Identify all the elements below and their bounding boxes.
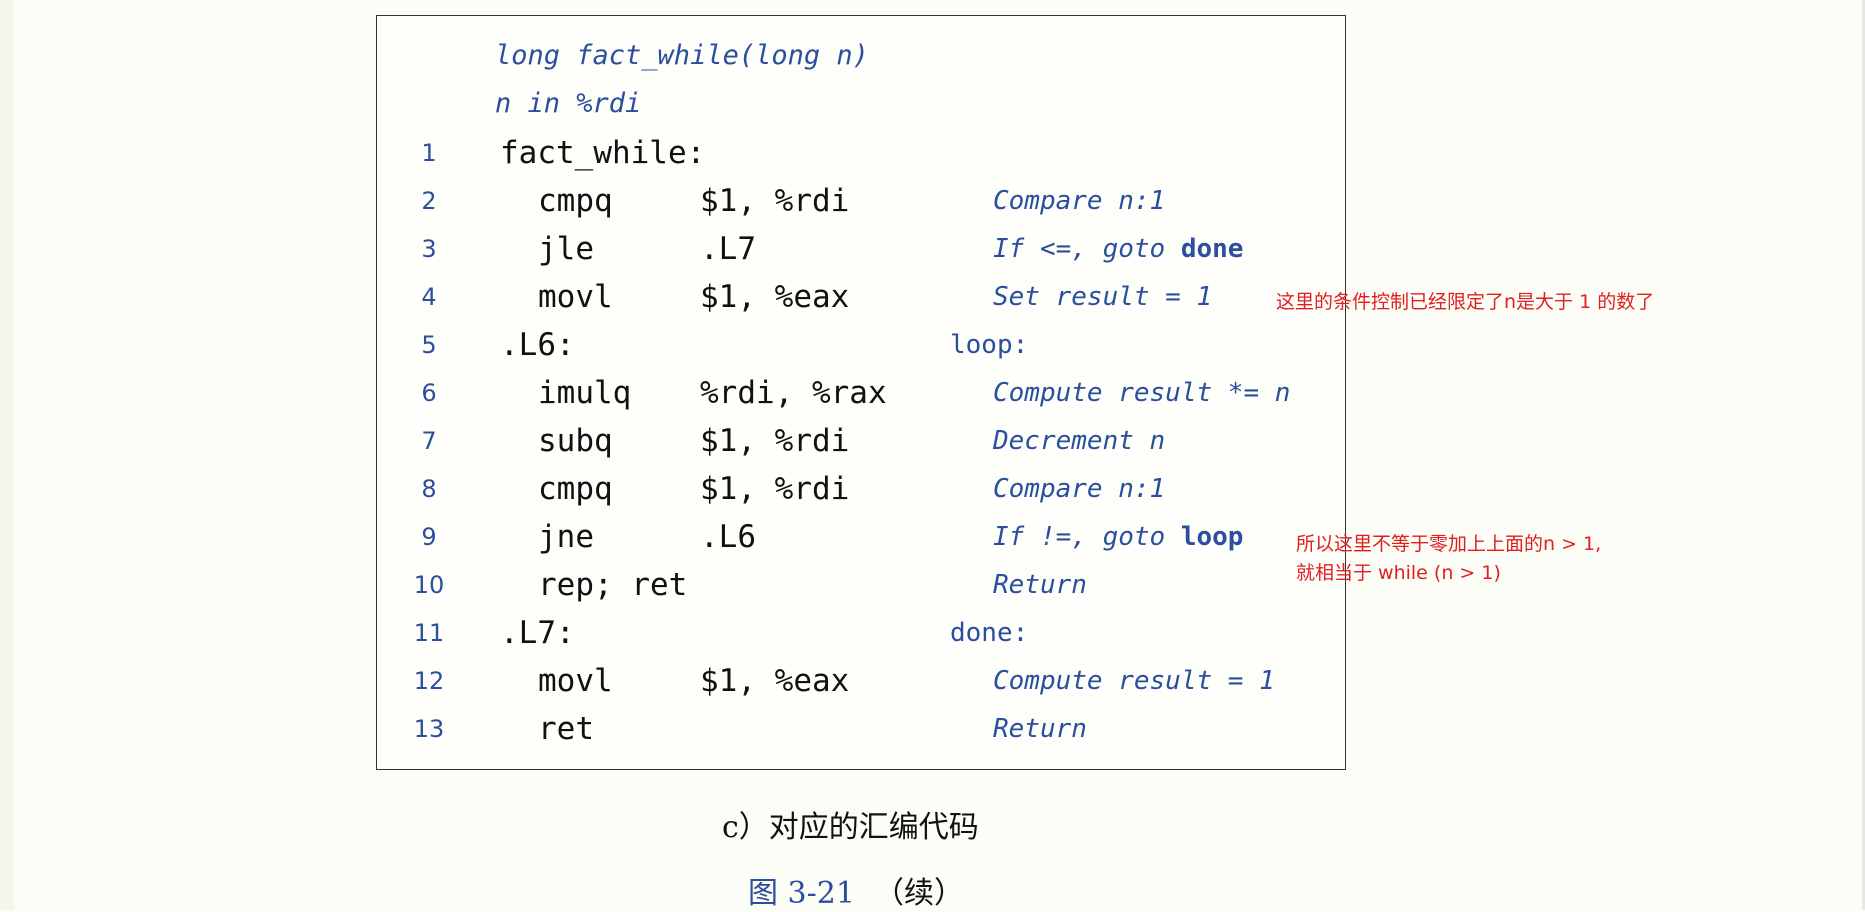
instruction-operands: $1, %rdi xyxy=(700,471,850,507)
comment-text: Return xyxy=(993,714,1087,744)
code-line: 7 subq $1, %rdi Decrement n xyxy=(0,421,1370,461)
code-line: 5 .L6: loop: xyxy=(0,325,1370,365)
code-line: 1 fact_while: xyxy=(0,133,1370,173)
instruction-mnemonic: ret xyxy=(538,711,594,747)
code-comment: Compare n:1 xyxy=(993,469,1165,509)
code-label: fact_while: xyxy=(500,135,706,171)
code-label: .L7: xyxy=(500,615,575,651)
code-comment: Compare n:1 xyxy=(993,181,1165,221)
code-comment: If !=, goto loop xyxy=(993,517,1243,557)
instruction-mnemonic: imulq xyxy=(538,375,632,411)
line-number: 1 xyxy=(421,139,437,167)
code-comment: If <=, goto done xyxy=(993,229,1243,269)
control-label: done: xyxy=(950,618,1029,648)
page-right-edge xyxy=(1862,0,1865,910)
code-listing-box xyxy=(376,15,1346,770)
comment-text: Compute result *= n xyxy=(993,378,1291,408)
line-number: 7 xyxy=(421,427,437,455)
figure-suffix: （续） xyxy=(874,876,965,911)
line-number: 3 xyxy=(421,235,437,263)
instruction-operands: $1, %rdi xyxy=(700,423,850,459)
line-number: 10 xyxy=(413,571,445,599)
annotation-loop-note-line1: 所以这里不等于零加上上面的n > 1, xyxy=(1296,533,1602,555)
comment-text: Return xyxy=(993,570,1087,600)
code-line: 12 movl $1, %eax Compute result = 1 xyxy=(0,661,1370,701)
line-number: 6 xyxy=(421,379,437,407)
code-line: 6 imulq %rdi, %rax Compute result *= n xyxy=(0,373,1370,413)
comment-text: Compute result = 1 xyxy=(993,666,1275,696)
line-number: 13 xyxy=(413,715,445,743)
instruction-operands: $1, %eax xyxy=(700,279,850,315)
code-line: 13 ret Return xyxy=(0,709,1370,749)
line-number: 9 xyxy=(421,523,437,551)
instruction-mnemonic: movl xyxy=(538,279,613,315)
code-line: 10 rep; ret Return xyxy=(0,565,1370,605)
code-comment: Return xyxy=(993,709,1087,749)
figure-number: 图 3-21 xyxy=(748,876,855,911)
line-number: 5 xyxy=(421,331,437,359)
comment-text: Compare n:1 xyxy=(993,474,1166,504)
code-line: 3 jle .L7 If <=, goto done xyxy=(0,229,1370,269)
code-comment: Set result = 1 xyxy=(993,277,1212,317)
line-number: 2 xyxy=(421,187,437,215)
line-number: 4 xyxy=(421,283,437,311)
code-comment: Decrement n xyxy=(993,421,1165,461)
instruction-mnemonic: movl xyxy=(538,663,613,699)
code-line: 2 cmpq $1, %rdi Compare n:1 xyxy=(0,181,1370,221)
instruction-mnemonic: cmpq xyxy=(538,471,613,507)
code-comment: Compute result = 1 xyxy=(993,661,1275,701)
comment-text: If <=, goto xyxy=(993,234,1181,264)
annotation-loop-note-line2: 就相当于 while (n > 1) xyxy=(1296,562,1501,584)
instruction-operands: .L6 xyxy=(700,519,756,555)
control-label: loop: xyxy=(950,330,1029,360)
comment-text: Compare n:1 xyxy=(993,186,1166,216)
comment-keyword: done xyxy=(1180,234,1244,264)
code-line: 9 jne .L6 If !=, goto loop xyxy=(0,517,1370,557)
instruction-operands: %rdi, %rax xyxy=(700,375,887,411)
instruction-operands: $1, %eax xyxy=(700,663,850,699)
page-left-edge xyxy=(0,0,14,910)
instruction-operands: .L7 xyxy=(700,231,756,267)
instruction-mnemonic: jle xyxy=(538,231,594,267)
function-signature: long fact_while(long n) xyxy=(495,40,869,71)
code-comment: Return xyxy=(993,565,1087,605)
instruction-mnemonic: cmpq xyxy=(538,183,613,219)
code-line: 11 .L7: done: xyxy=(0,613,1370,653)
comment-keyword: loop xyxy=(1180,522,1244,552)
comment-text: Set result = 1 xyxy=(993,282,1213,312)
instruction-mnemonic: subq xyxy=(538,423,613,459)
code-line: 4 movl $1, %eax Set result = 1 xyxy=(0,277,1370,317)
line-number: 8 xyxy=(421,475,437,503)
instruction-mnemonic: jne xyxy=(538,519,594,555)
instruction-mnemonic: rep; ret xyxy=(538,567,688,603)
line-number: 12 xyxy=(413,667,445,695)
register-note: n in %rdi xyxy=(495,88,642,119)
comment-text: Decrement n xyxy=(993,426,1166,456)
figure-title: 图 3-21 （续） xyxy=(748,868,964,912)
line-number: 11 xyxy=(413,619,445,647)
annotation-condition-note: 这里的条件控制已经限定了n是大于 1 的数了 xyxy=(1276,291,1655,313)
instruction-operands: $1, %rdi xyxy=(700,183,850,219)
comment-text: If !=, goto xyxy=(993,522,1181,552)
code-line: 8 cmpq $1, %rdi Compare n:1 xyxy=(0,469,1370,509)
code-comment: Compute result *= n xyxy=(993,373,1290,413)
code-caption: c）对应的汇编代码 xyxy=(722,810,979,845)
code-label: .L6: xyxy=(500,327,575,363)
